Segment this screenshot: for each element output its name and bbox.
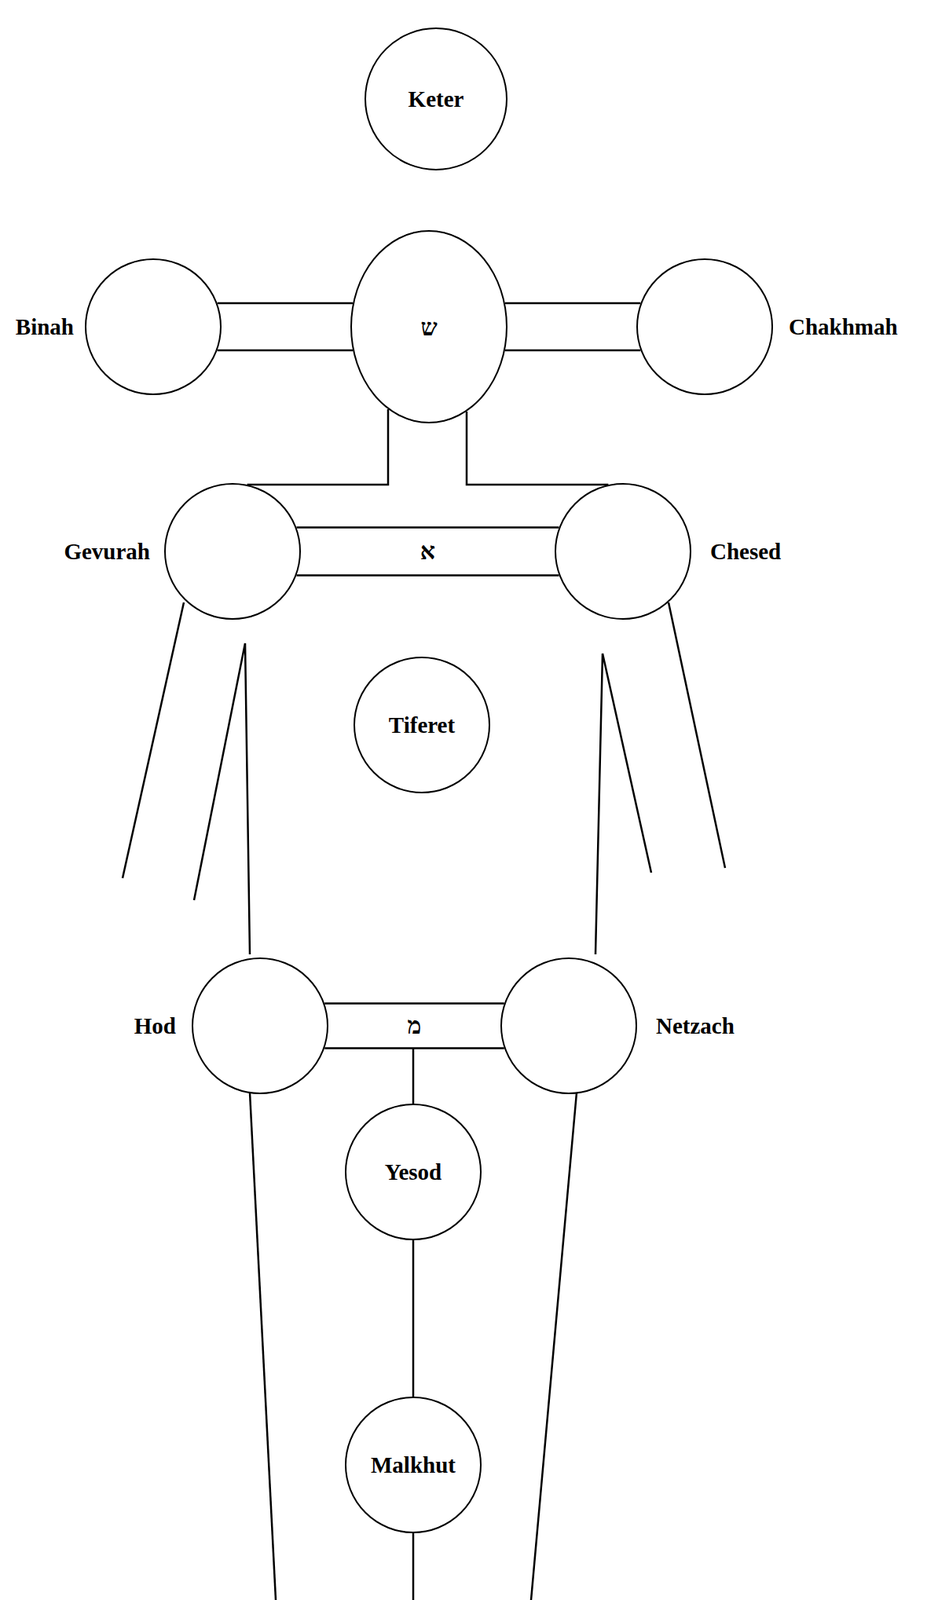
sephirah-circle: Netzach	[500, 957, 638, 1095]
center-stem	[412, 1048, 415, 1104]
bottom-stem	[412, 1533, 415, 1600]
left-inner-arm	[194, 643, 250, 955]
connector-line	[412, 1240, 415, 1397]
channel-band	[324, 1003, 505, 1049]
sephirah-label: Chakhmah	[788, 314, 898, 341]
hebrew-letter: מ	[407, 1014, 422, 1038]
right-leg	[531, 1092, 577, 1600]
hebrew-letter: א	[420, 539, 436, 564]
sephirah-label: Hod	[134, 1013, 176, 1040]
sephirah-circle: Keter	[364, 27, 508, 171]
sephirah-circle: Chesed	[554, 483, 692, 620]
sephirah-circle: Yesod	[344, 1103, 482, 1241]
sephirah-label: Keter	[408, 86, 465, 113]
sephirah-label: Chesed	[710, 538, 781, 565]
right-outer-arm	[668, 602, 726, 869]
left-leg	[249, 1092, 276, 1600]
connector-line	[247, 409, 389, 485]
left-outer-arm	[122, 602, 184, 879]
channel-band	[505, 303, 641, 351]
sephirah-label: Malkhut	[370, 1452, 456, 1479]
sephirah-label: Gevurah	[63, 538, 151, 565]
sephirah-label: Netzach	[655, 1013, 735, 1040]
sephirah-circle: ש	[350, 230, 508, 424]
channel-band	[217, 303, 353, 351]
sephirah-circle: Gevurah	[164, 483, 301, 620]
sephirah-label: Binah	[15, 314, 74, 341]
sephirah-circle: Tiferet	[353, 656, 491, 794]
sephirah-label: Tiferet	[388, 712, 455, 739]
channel-band	[296, 527, 559, 576]
sephirah-circle: Chakhmah	[636, 258, 774, 396]
sephirah-label: ש	[420, 313, 437, 341]
connector-line	[466, 411, 609, 485]
sephirah-circle: Binah	[84, 258, 222, 396]
sephirah-circle: Malkhut	[344, 1396, 482, 1534]
right-inner-arm	[595, 653, 652, 955]
sephirah-circle: Hod	[191, 957, 329, 1095]
sephirah-label: Yesod	[384, 1159, 443, 1186]
